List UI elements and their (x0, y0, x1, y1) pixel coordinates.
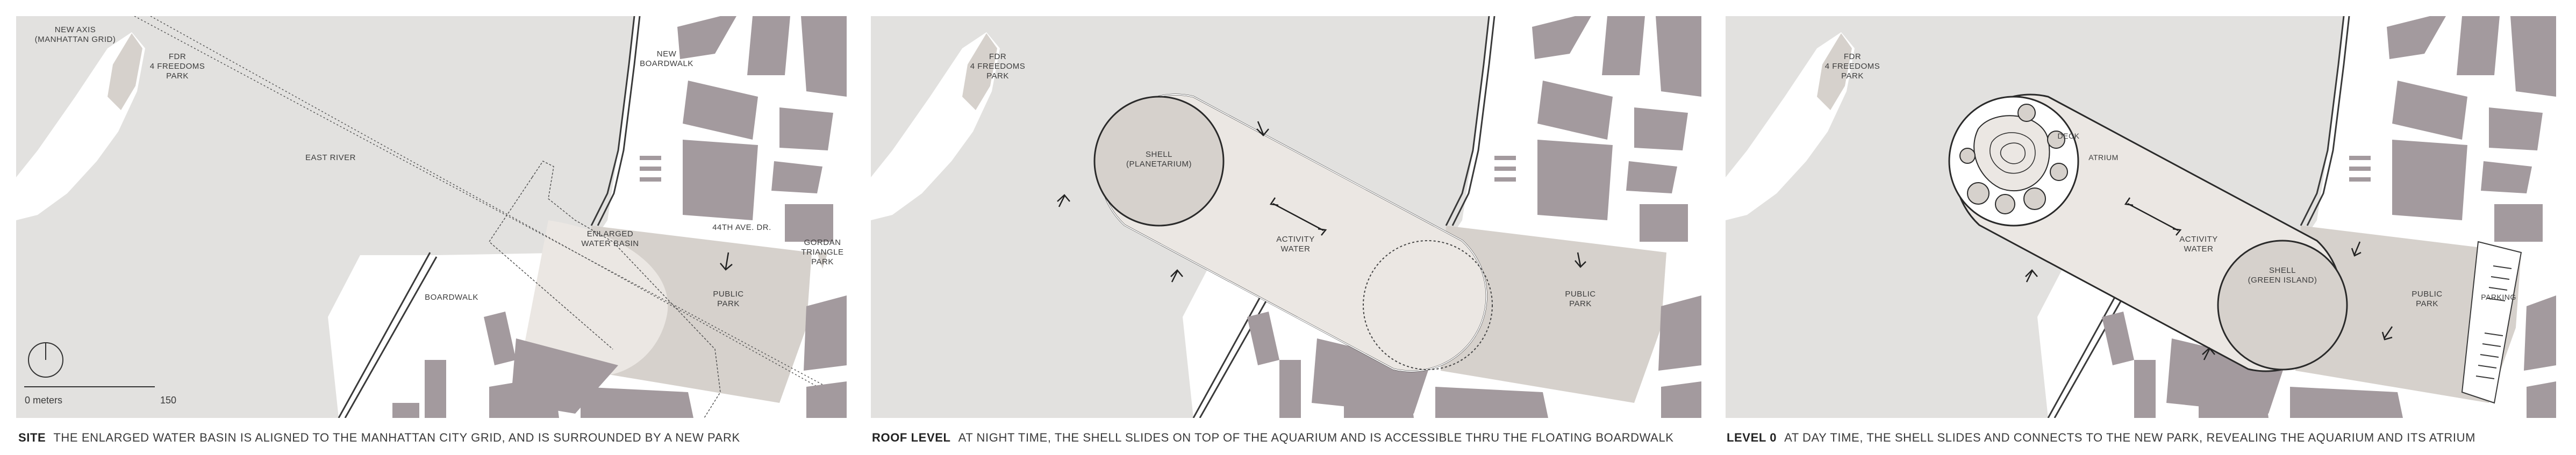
label-water: WATER (2184, 244, 2214, 254)
label-public-park: PARK (2416, 299, 2438, 308)
caption-roof-level-title: ROOF LEVEL (872, 431, 951, 444)
label-manhattan-grid: (MANHATTAN GRID) (35, 35, 116, 44)
buildings (392, 16, 847, 418)
boardwalk-line (338, 252, 431, 418)
label-boardwalk: BOARDWALK (425, 293, 478, 302)
label-fdr: FDR (1844, 52, 1861, 61)
small-buildings (1494, 156, 1516, 182)
atrium-contour-2 (2000, 142, 2026, 164)
small-buildings (2349, 156, 2371, 182)
boardwalk-line (2300, 16, 2345, 226)
label-new: NEW (657, 49, 677, 59)
caption-level-0: LEVEL 0 AT DAY TIME, THE SHELL SLIDES AND… (1727, 431, 2475, 445)
label-planetarium: (PLANETARIUM) (1126, 160, 1192, 169)
label-water: WATER (1281, 244, 1311, 254)
label-activity: ACTIVITY (2179, 235, 2218, 244)
label-atrium: ATRIUM (2088, 153, 2119, 162)
caption-site-text: THE ENLARGED WATER BASIN IS ALIGNED TO T… (53, 431, 740, 444)
label-new-axis: NEW AXIS (55, 25, 96, 34)
parking-lot (2461, 241, 2522, 404)
shell-green-island (2217, 240, 2348, 371)
label-public-park: PARK (717, 299, 740, 308)
arrow-icon-3 (1575, 252, 1586, 268)
label-44th-ave: 44TH AVE. DR. (712, 223, 771, 232)
tanks (1959, 104, 2068, 214)
roof-level-panel: FDR 4 FREEDOMS PARK SHELL (PLANETARIUM) … (871, 16, 1701, 418)
label-gordan-park: PARK (811, 257, 834, 266)
arrow-icon (1256, 121, 1269, 136)
label-park: PARK (1841, 71, 1864, 81)
label-enlarged: ENLARGED (587, 229, 634, 239)
arrow-icon-3 (2381, 326, 2393, 341)
label-green-island: (GREEN ISLAND) (2248, 276, 2317, 285)
slide-arrow-icon (1269, 197, 1327, 236)
boardwalk-line-2 (344, 256, 438, 418)
label-water-basin: WATER BASIN (581, 239, 639, 248)
caption-level-0-title: LEVEL 0 (1727, 431, 1777, 444)
label-east-river: EAST RIVER (305, 153, 356, 162)
new-axis-line (134, 16, 847, 398)
enlarged-basin (521, 220, 668, 376)
caption-site-title: SITE (18, 431, 46, 444)
scale-end-label: 150 (160, 395, 177, 406)
label-triangle: TRIANGLE (801, 248, 843, 257)
aquarium-outline (1363, 240, 1493, 370)
parking-stalls (2475, 265, 2512, 379)
caption-site: SITE THE ENLARGED WATER BASIN IS ALIGNED … (18, 431, 740, 445)
label-public: PUBLIC (1565, 290, 1595, 299)
label-new-boardwalk: BOARDWALK (640, 59, 693, 68)
arrow-icon-4 (1170, 269, 1183, 283)
public-park (2295, 226, 2521, 403)
four-freedoms-park (962, 33, 997, 110)
label-park: PARK (166, 71, 189, 81)
label-deck: DECK (2058, 132, 2080, 140)
four-freedoms-park (1817, 33, 1852, 110)
caption-level-0-text: AT DAY TIME, THE SHELL SLIDES AND CONNEC… (1784, 431, 2476, 444)
four-freedoms-park (108, 33, 142, 110)
new-axis-line-2 (150, 16, 847, 403)
boardwalk-line-2 (2306, 16, 2350, 226)
arrow-icon-4 (2025, 269, 2038, 283)
label-four-freedoms: 4 FREEDOMS (1825, 62, 1880, 71)
arrow-icon (720, 252, 733, 271)
slide-arrow-icon (2124, 197, 2182, 236)
label-shell: SHELL (1146, 150, 1172, 159)
caption-roof-level-text: AT NIGHT TIME, THE SHELL SLIDES ON TOP O… (958, 431, 1674, 444)
basin-outline (489, 161, 721, 418)
arrow-icon-2 (2202, 347, 2215, 360)
label-fdr: FDR (169, 52, 186, 61)
label-four-freedoms: 4 FREEDOMS (150, 62, 205, 71)
label-public: PUBLIC (713, 290, 743, 299)
label-fdr: FDR (989, 52, 1006, 61)
level-0-panel: FDR 4 FREEDOMS PARK DECK ATRIUM ACTIVITY… (1726, 16, 2556, 418)
atrium-contour (1990, 132, 2036, 174)
boardwalk-line-2 (1451, 16, 1495, 226)
new-boardwalk-line-2 (597, 16, 641, 226)
atrium (1973, 115, 2050, 191)
boardwalk-line (1445, 16, 1490, 226)
scale-start-label: 0 meters (25, 395, 63, 406)
label-public-park: PARK (1569, 299, 1592, 308)
arrow-icon-2 (1057, 194, 1070, 207)
label-shell: SHELL (2269, 266, 2296, 275)
roof-level-map: FDR 4 FREEDOMS PARK SHELL (PLANETARIUM) … (871, 16, 1701, 418)
site-map: NEW AXIS (MANHATTAN GRID) FDR 4 FREEDOMS… (16, 16, 847, 418)
small-buildings (640, 156, 661, 182)
level-0-map: FDR 4 FREEDOMS PARK DECK ATRIUM ACTIVITY… (1726, 16, 2556, 418)
label-gordan: GORDAN (804, 238, 841, 247)
label-public: PUBLIC (2412, 290, 2442, 299)
site-panel: NEW AXIS (MANHATTAN GRID) FDR 4 FREEDOMS… (16, 16, 847, 418)
label-activity: ACTIVITY (1276, 235, 1315, 244)
caption-roof-level: ROOF LEVEL AT NIGHT TIME, THE SHELL SLIDE… (872, 431, 1674, 445)
arrow-icon (2351, 241, 2362, 257)
label-parking: PARKING (2481, 293, 2516, 301)
buildings (2102, 16, 2556, 418)
public-park (1441, 226, 1666, 403)
shell-planetarium (1093, 96, 1225, 227)
new-boardwalk-line (590, 16, 635, 226)
label-park: PARK (986, 71, 1009, 81)
buildings (1247, 16, 1701, 418)
label-four-freedoms: 4 FREEDOMS (970, 62, 1026, 71)
gordan-triangle-park (817, 252, 828, 269)
